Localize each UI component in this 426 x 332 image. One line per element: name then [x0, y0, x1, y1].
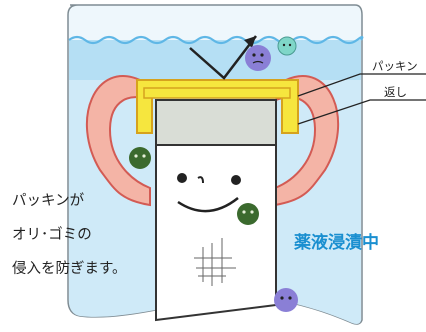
arrow-icon — [189, 35, 257, 80]
caption-line-3: 侵入を防ぎます。 — [12, 261, 127, 277]
scratch-icon — [194, 238, 236, 286]
status-label: 薬液浸漬中 — [294, 233, 379, 253]
packing — [136, 79, 299, 134]
packing-callout: パッキン — [372, 59, 418, 73]
character-body — [155, 139, 277, 322]
liquid-surface-wave — [68, 35, 364, 45]
smile-face-icon — [177, 173, 241, 213]
lip-callout: 返し — [384, 85, 407, 99]
character-arms — [85, 75, 340, 207]
caption-line-2: オリ･ゴミの — [12, 227, 92, 243]
germ-icon — [129, 36, 298, 312]
caption-line-1: パッキンが — [12, 193, 85, 209]
callout-lines — [297, 73, 426, 125]
cap — [155, 99, 277, 146]
